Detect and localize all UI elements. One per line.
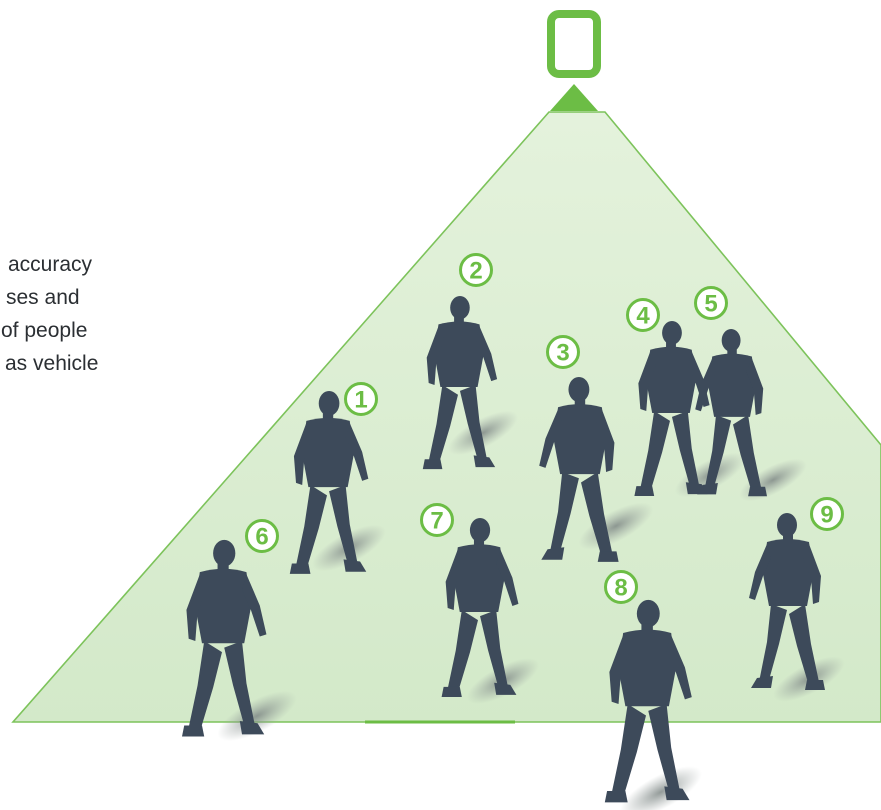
person-silhouette-icon	[539, 376, 619, 562]
person-silhouette-icon	[289, 390, 369, 574]
description-line-1: accuracy	[8, 253, 93, 276]
person-number-badge: 3	[546, 335, 580, 369]
person-number-label: 8	[614, 575, 627, 602]
people-layer	[182, 296, 825, 803]
person-number-badge: 1	[344, 382, 378, 416]
labels-layer: 1 2 3 4 5 6 7 8 9	[245, 253, 844, 604]
person-number-label: 4	[636, 303, 650, 330]
person-silhouette-icon	[634, 321, 710, 497]
description-line-4: as vehicle	[5, 352, 99, 375]
person-number-badge: 5	[694, 286, 728, 320]
person-number-badge: 9	[810, 497, 844, 531]
person-number-label: 7	[430, 508, 443, 535]
description-line-3: of people	[1, 319, 88, 342]
person-number-badge: 8	[604, 570, 638, 604]
person-number-label: 6	[255, 524, 268, 551]
person-silhouette-icon	[749, 513, 825, 690]
person-number-label: 2	[469, 258, 482, 285]
person-shadow	[217, 690, 297, 742]
person-silhouette-icon	[422, 296, 498, 470]
person-number-badge: 6	[245, 519, 279, 553]
person-number-label: 1	[354, 387, 367, 414]
person-number-label: 9	[820, 502, 833, 529]
person-silhouette-icon	[695, 329, 767, 497]
person-silhouette-icon	[604, 599, 692, 803]
description-line-2: ses and	[6, 286, 80, 309]
person-number-label: 3	[556, 340, 569, 367]
person-shadow	[448, 410, 518, 456]
person-number-badge: 7	[420, 503, 454, 537]
ceiling-camera-icon	[547, 10, 601, 111]
description-text: accuracy ses and of people as vehicle	[0, 248, 200, 380]
person-number-badge: 4	[626, 298, 660, 332]
person-shadow	[620, 766, 702, 810]
person-number-badge: 2	[459, 253, 493, 287]
person-number-label: 5	[704, 291, 717, 318]
person-silhouette-icon	[441, 517, 519, 697]
person-silhouette-icon	[182, 539, 267, 737]
